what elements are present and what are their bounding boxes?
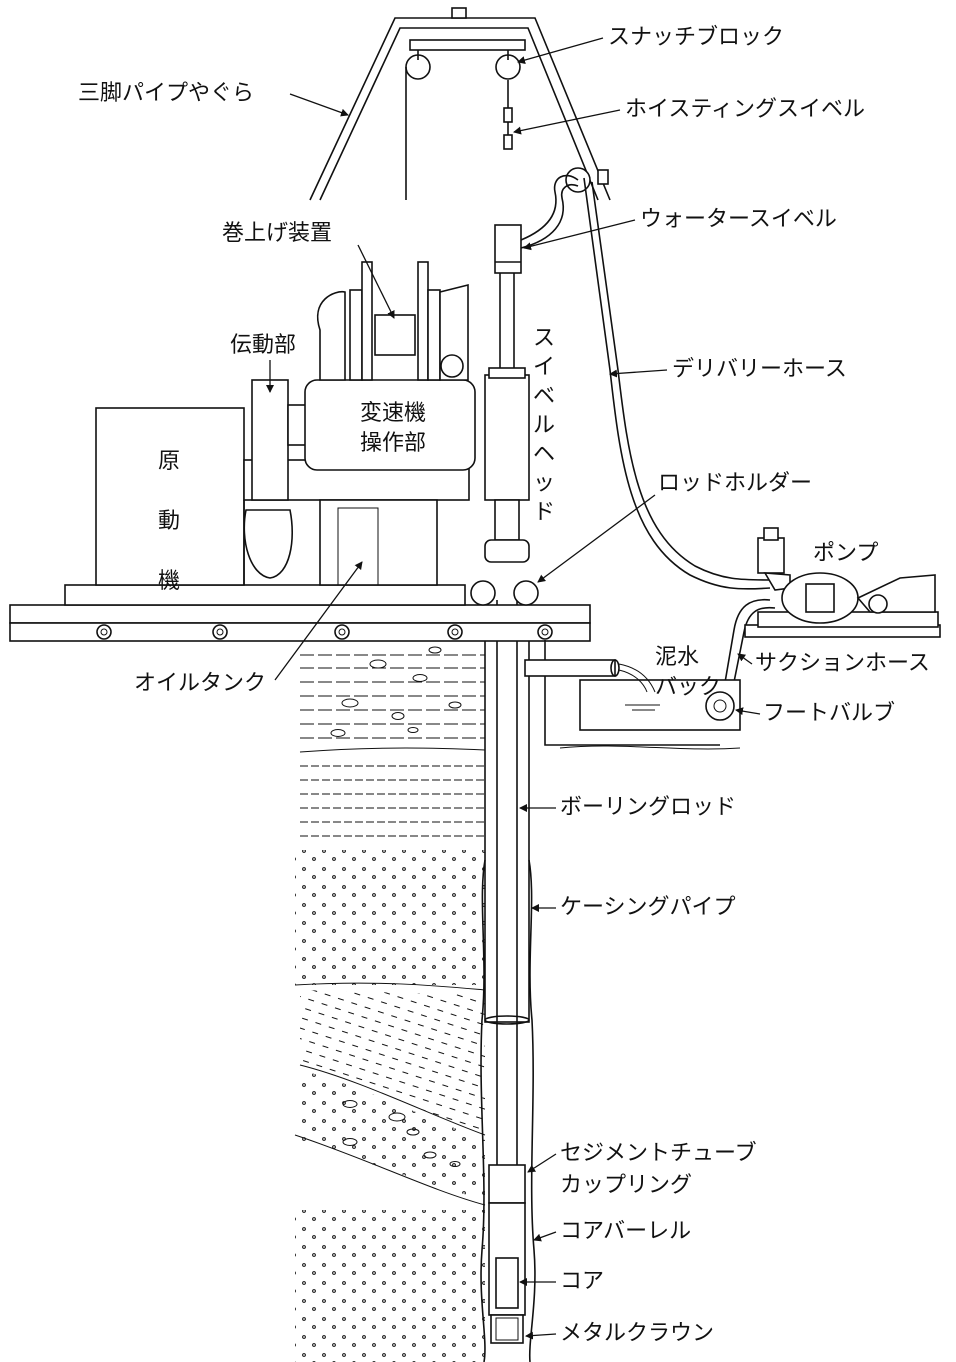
svg-text:ル: ル [533,413,555,438]
sand-layer [295,850,485,985]
oil-tank-label: オイルタンク [134,671,266,696]
core-barrel-label: コアバーレル [560,1219,691,1244]
svg-text:ベ: ベ [533,384,555,409]
delivery-hose [520,174,771,590]
pump-label: ポンプ [813,541,878,566]
tripod-label: 三脚パイプやぐら [78,81,254,106]
platform [9,580,591,642]
hoisting-swivel-label: ホイスティングスイベル [625,97,865,122]
drill-machine [243,224,530,586]
tripod-derrick [309,7,611,201]
svg-text:原: 原 [158,449,180,474]
delivery-hose-label: デリバリーホース [672,357,847,382]
gearbox-label-1: 変速機 [360,401,426,426]
casing-pipe-label: ケーシングパイプ [560,895,736,920]
suction-hose-label: サクションホース [755,651,930,676]
ground-strata [294,646,486,1362]
borehole [480,600,536,1362]
water-swivel-label: ウォータースイベル [640,207,837,232]
transmission-label: 伝動部 [230,333,296,358]
prime-mover [95,407,245,586]
sediment-tube-label-2: カップリング [560,1173,692,1198]
winch-label: 巻上げ装置 [222,221,332,246]
sediment-tube-label-1: セジメントチューブ [560,1141,757,1166]
rod-holder-label: ロッドホルダー [658,471,812,496]
bolt-row [96,624,553,640]
svg-text:ス: ス [533,326,555,351]
clay-layer [299,646,486,837]
mud-tank-label-2: バック [655,675,721,700]
mud-tank [524,640,741,750]
core-sample [495,1257,519,1309]
prime-mover-label: 原 動 機 [158,449,180,594]
snatch-block-label: スナッチブロック [608,25,784,50]
metal-crown-label: メタルクラウン [560,1321,714,1346]
pump [744,527,941,638]
svg-text:ヘ: ヘ [533,442,555,467]
svg-text:イ: イ [533,355,555,380]
swivel-head-label: ス イ ベ ル ヘ ッ ド [533,326,555,525]
svg-text:動: 動 [158,509,180,534]
core-label: コア [560,1269,604,1294]
foot-valve-label: フートバルブ [763,701,895,726]
svg-text:ド: ド [533,500,555,525]
gearbox-label-2: 操作部 [360,431,426,456]
mud-tank-label-1: 泥水 [655,645,699,670]
svg-text:機: 機 [158,569,180,594]
boring-rod-label: ボーリングロッド [560,795,736,820]
svg-text:ッ: ッ [533,471,555,496]
gravel-layer [300,1070,485,1200]
silt-layer [300,990,485,1135]
suction-hose [721,598,776,703]
